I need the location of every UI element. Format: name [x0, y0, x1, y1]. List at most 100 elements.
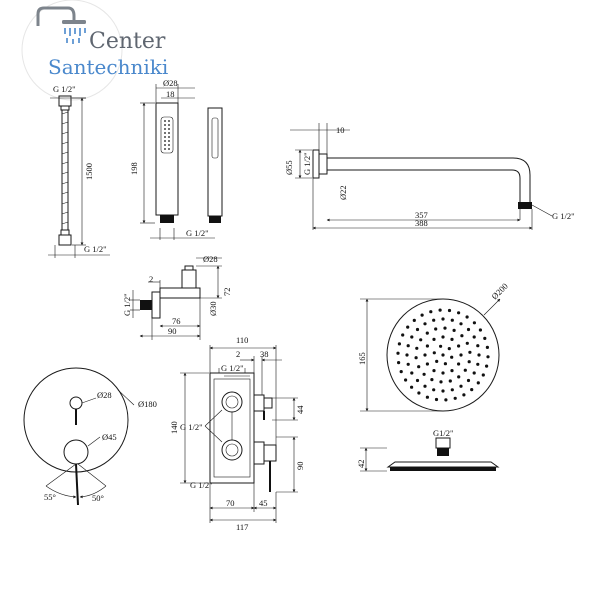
nozzle-dot — [476, 362, 480, 366]
arm-reach-inner-label: 357 — [415, 210, 428, 220]
nozzle-dot — [457, 362, 461, 366]
nozzle-dot — [450, 388, 454, 392]
nozzle-dot — [483, 336, 487, 340]
mixer-body-drawing — [180, 345, 298, 523]
nozzle-dot — [463, 368, 467, 372]
hand-shower-diameter-label: Ø28 — [163, 78, 178, 88]
nozzle-dot — [432, 369, 436, 373]
nozzle-dot — [477, 353, 481, 357]
nozzle-dot — [397, 361, 401, 365]
mixer-depth-total-label: 117 — [236, 522, 248, 532]
mixer-diverter-depth-label: 44 — [295, 405, 305, 414]
nozzle-dot — [478, 328, 482, 332]
nozzle-dot — [447, 347, 451, 351]
outlet-thread-label: G 1/2" — [122, 293, 132, 316]
nozzle-dot — [485, 364, 489, 368]
head-width-label: 165 — [357, 352, 367, 365]
outlet-depth-total-label: 90 — [168, 326, 177, 336]
hand-shower-drawing — [140, 84, 223, 240]
nozzle-dot — [460, 334, 464, 338]
outlet-height-label: 72 — [222, 288, 232, 297]
shower-arm-drawing — [290, 123, 553, 230]
nozzle-dot — [465, 315, 469, 319]
arm-flange-diameter-label: Ø55 — [284, 160, 294, 175]
nozzle-dot — [452, 328, 456, 332]
nozzle-dot — [414, 356, 418, 360]
arm-flange-label: 10 — [336, 125, 345, 135]
head-height-label: 42 — [356, 460, 366, 469]
mixer-depth-b-label: 45 — [259, 498, 268, 508]
mixer-height-total-label: 140 — [169, 421, 179, 434]
mixer-thread-side-label: G 1/2" — [180, 422, 203, 432]
head-shower-top-drawing — [360, 298, 501, 412]
nozzle-dot — [457, 344, 461, 348]
logo-badge — [21, 0, 123, 101]
mixer-handle-depth-label: 90 — [295, 462, 305, 471]
nozzle-dot — [448, 379, 452, 383]
hose-thread-top-label: G 1/2" — [53, 84, 76, 94]
brand-logo: Center Santechniki — [21, 0, 168, 101]
nozzle-dot — [404, 378, 408, 382]
nozzle-dot — [472, 371, 476, 375]
nozzle-dot — [450, 369, 454, 373]
nozzle-dot — [439, 380, 443, 384]
nozzle-dot — [425, 362, 429, 366]
outlet-diameter-label: Ø28 — [203, 254, 218, 264]
logo-water-drops — [64, 28, 86, 44]
logo-text-santechniki: Santechniki — [48, 55, 168, 79]
nozzle-dot — [397, 342, 401, 346]
nozzle-dot — [459, 353, 463, 357]
nozzle-dot — [425, 344, 429, 348]
nozzle-dot — [401, 333, 405, 337]
logo-shower-icon — [36, 6, 76, 26]
nozzle-dot — [467, 360, 471, 364]
nozzle-dot — [410, 385, 414, 389]
cover-plate-diameter-label: Ø180 — [138, 399, 157, 409]
nozzle-dot — [425, 395, 429, 399]
nozzle-dot — [438, 308, 442, 312]
outlet-offset-label: 2 — [149, 274, 153, 284]
nozzle-dot — [462, 393, 466, 397]
mixer-thread-bottom-label: G 1/2" — [190, 480, 213, 490]
nozzle-dot — [434, 327, 438, 331]
arm-pipe-diameter-label: Ø22 — [338, 185, 348, 200]
nozzle-dot — [425, 331, 429, 335]
nozzle-dot — [447, 308, 452, 313]
nozzle-dot — [441, 371, 445, 375]
cover-angle-right-label: 50° — [92, 493, 104, 503]
nozzle-dot — [423, 353, 427, 357]
cover-diverter-diameter-label: Ø28 — [97, 390, 112, 400]
nozzle-dot — [465, 341, 469, 345]
outlet-depth-inner-label: 76 — [172, 316, 181, 326]
nozzle-dot — [472, 321, 476, 325]
nozzle-dot — [429, 310, 433, 314]
nozzle-dot — [423, 322, 427, 326]
outlet-small-diameter-label: Ø30 — [208, 301, 218, 316]
nozzle-dot — [434, 397, 439, 402]
nozzle-dot — [406, 344, 410, 348]
head-shower-nozzles — [396, 308, 490, 402]
nozzle-dot — [486, 355, 490, 359]
nozzle-dot — [485, 345, 489, 349]
arm-thread-top-label: G 1/2" — [302, 152, 312, 175]
nozzle-dot — [443, 326, 447, 330]
nozzle-dot — [432, 351, 436, 355]
cover-angle-left-label: 55° — [44, 492, 56, 502]
arm-reach-total-label: 388 — [415, 218, 428, 228]
nozzle-dot — [396, 351, 400, 355]
hand-shower-thread-label: G 1/2" — [186, 228, 209, 238]
nozzle-dot — [419, 338, 423, 342]
logo-shower-head — [62, 20, 86, 24]
cover-plate-drawing — [23, 367, 135, 506]
nozzle-dot — [406, 362, 410, 366]
nozzle-dot — [441, 317, 445, 321]
wall-outlet-drawing — [130, 257, 222, 340]
nozzle-dot — [466, 378, 471, 383]
nozzle-dot — [406, 325, 410, 329]
nozzle-dot — [441, 353, 445, 357]
mixer-thread-top-label: G 1/2" — [221, 363, 244, 373]
hand-shower-length-label: 198 — [129, 162, 139, 175]
nozzle-dot — [441, 335, 445, 339]
nozzle-dot — [420, 313, 424, 317]
nozzle-dot — [450, 355, 454, 359]
